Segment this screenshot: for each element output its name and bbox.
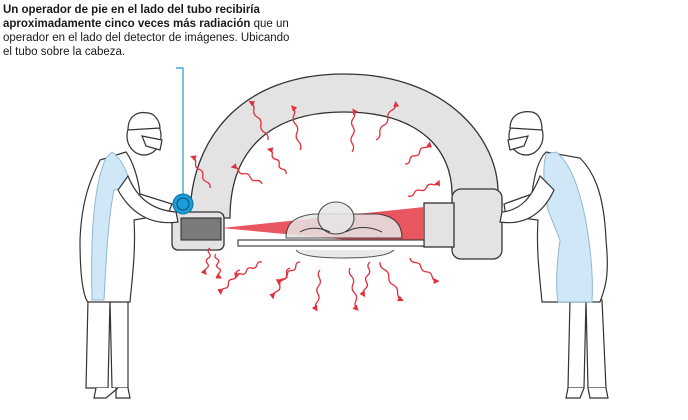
scatter-arrow: [375, 100, 400, 141]
scatter-arrow: [200, 247, 211, 276]
scatter-arrow: [230, 163, 263, 185]
patient: [285, 201, 403, 259]
operator-right-glasses: [507, 135, 529, 151]
patient-table: [237, 239, 425, 247]
scatter-arrow: [266, 147, 287, 175]
operator-left-glasses: [141, 135, 163, 151]
operator-left-apron: [91, 151, 131, 301]
caption-regular: que un operador en el lado del detector …: [3, 18, 290, 58]
leader-line: [176, 67, 184, 198]
scatter-arrow: [350, 108, 359, 153]
operator-right-arm: [499, 174, 555, 224]
tube-marker: [172, 193, 194, 215]
scatter-arrow: [217, 269, 241, 295]
operator-left-legs: [85, 299, 129, 389]
scatter-arrow: [214, 253, 222, 279]
operator-left-arm: [117, 174, 179, 224]
scatter-arrow: [234, 261, 263, 279]
scatter-arrow: [359, 261, 371, 298]
caption: Un operador de pie en el lado del tubo r…: [3, 3, 293, 59]
scatter-arrow: [275, 261, 301, 286]
scatter-arrow: [311, 269, 322, 312]
scatter-arrow: [407, 179, 440, 197]
scatter-arrow: [190, 155, 211, 189]
scatter-arrow: [404, 141, 433, 165]
scatter-arrow: [291, 105, 302, 151]
detector-face: [423, 202, 455, 248]
operator-right-cap: [509, 111, 543, 131]
image-detector: [451, 188, 503, 260]
scatter-arrow: [379, 261, 404, 302]
operator-right-legs: [567, 299, 607, 389]
scatter-arrow: [409, 257, 440, 285]
operator-left: [79, 111, 179, 399]
scatter-arrow: [248, 100, 269, 141]
x-ray-tube: [180, 217, 222, 241]
operator-right: [499, 111, 609, 399]
scatter-radiation: [190, 100, 440, 312]
scatter-arrow: [348, 267, 359, 311]
caption-bold: Un operador de pie en el lado del tubo r…: [3, 4, 260, 30]
operator-left-cap: [127, 111, 161, 131]
